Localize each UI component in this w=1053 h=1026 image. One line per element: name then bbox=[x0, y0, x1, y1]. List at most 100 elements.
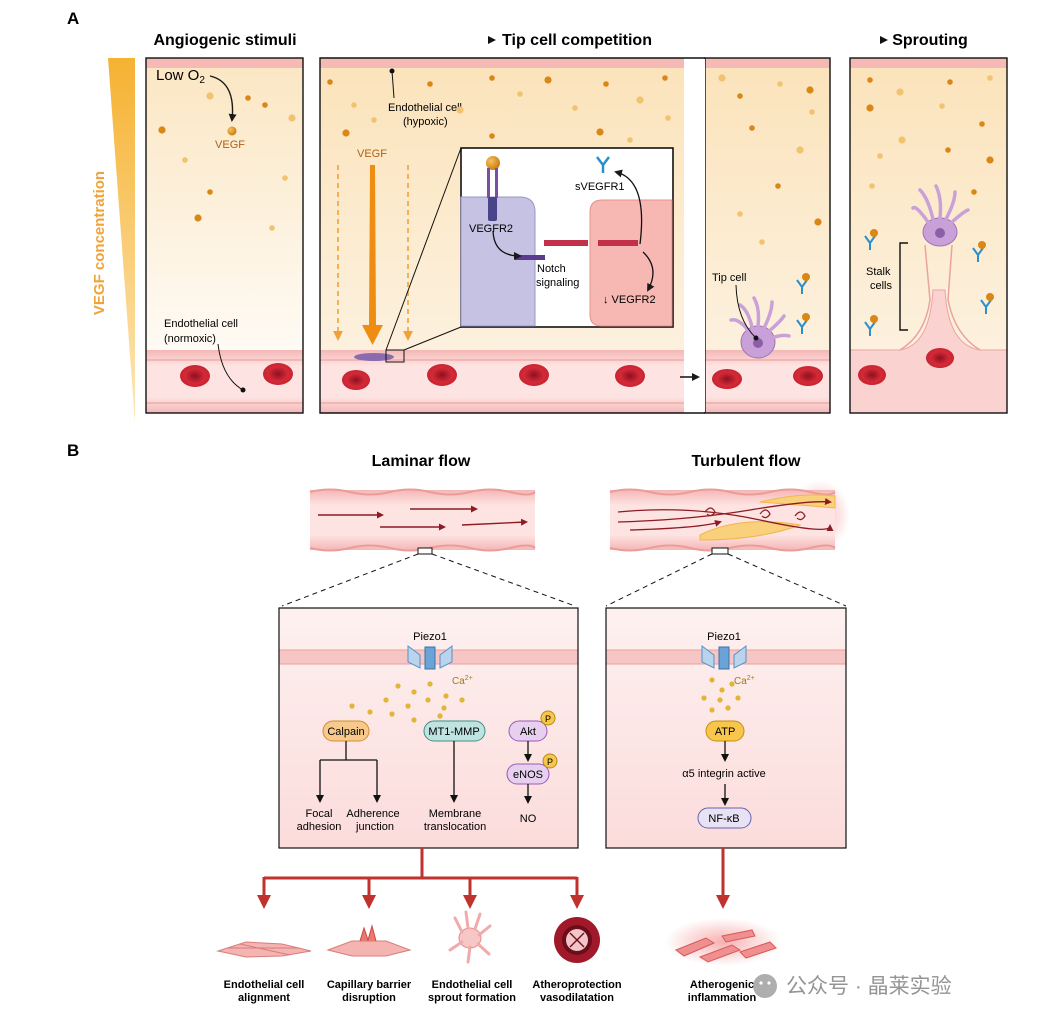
vegf-molecule bbox=[596, 128, 604, 136]
integrin-arrowhead bbox=[721, 798, 729, 806]
vegf-molecule bbox=[806, 86, 814, 94]
sprout-formation-icon bbox=[448, 910, 492, 964]
vegf-molecule bbox=[427, 81, 433, 87]
wechat-icon bbox=[753, 974, 777, 998]
tip-cell-pointer bbox=[735, 284, 757, 339]
phospho-enos bbox=[542, 753, 558, 769]
vegf-molecule bbox=[809, 109, 815, 115]
stage-angiogenic-stimuli: Angiogenic stimuli bbox=[153, 32, 296, 49]
outcome-5-line-2: inflammation bbox=[688, 992, 757, 1004]
vegf-gradient-wedge bbox=[108, 58, 135, 423]
calcium-ion bbox=[701, 695, 707, 701]
calpain-branches bbox=[319, 741, 378, 800]
nfkb-label: NF-κB bbox=[708, 813, 739, 825]
red-blood-cell bbox=[615, 365, 645, 387]
normoxic-pointer-dot bbox=[240, 387, 246, 393]
watermark-text: 公众号 · 晶莱实验 bbox=[786, 975, 952, 998]
red-blood-cell bbox=[926, 348, 954, 368]
notch-label: Notch bbox=[537, 263, 566, 275]
box-2-outline bbox=[319, 57, 684, 414]
down-vegfr2-arrow bbox=[642, 251, 655, 292]
red-blood-cell bbox=[263, 363, 293, 385]
vegf-molecule bbox=[245, 95, 251, 101]
zoom-region bbox=[385, 349, 405, 363]
vegf-molecule bbox=[182, 157, 188, 163]
atp-arrowhead bbox=[721, 754, 729, 762]
tip-cell-pointer-dot bbox=[753, 335, 759, 341]
outcome-1-line-1: Endothelial cell bbox=[224, 979, 305, 991]
vegf-label-1: VEGF bbox=[215, 139, 245, 151]
endothelial-normoxic-sub: (normoxic) bbox=[164, 333, 216, 345]
calcium-ion bbox=[719, 687, 725, 693]
akt-arrowhead bbox=[524, 754, 532, 762]
vegf-molecule bbox=[665, 115, 671, 121]
calcium-ion bbox=[383, 697, 389, 703]
calcium-ion bbox=[735, 695, 741, 701]
red-blood-cell bbox=[180, 365, 210, 387]
vegf-molecule bbox=[603, 81, 609, 87]
capillary-disruption-icon bbox=[326, 924, 412, 957]
vessel-crosssection-icon bbox=[554, 917, 600, 963]
outcome-1-line-2: alignment bbox=[238, 992, 290, 1004]
vegf-molecule bbox=[986, 156, 994, 164]
vegf-molecule bbox=[896, 88, 904, 96]
vegf-molecule bbox=[351, 102, 357, 108]
vegf-molecule bbox=[775, 183, 781, 189]
red-blood-cell bbox=[793, 366, 823, 386]
stage-arrow-2-head bbox=[880, 36, 888, 44]
vegf-molecule bbox=[718, 74, 726, 82]
enos-label: eNOS bbox=[513, 769, 543, 781]
vegf-molecule bbox=[939, 103, 945, 109]
box-gap bbox=[684, 59, 705, 412]
tip-cell-label: Tip cell bbox=[712, 272, 746, 284]
turbulent-vessel bbox=[609, 480, 850, 552]
vegf-molecule bbox=[814, 218, 822, 226]
calcium-ion bbox=[411, 717, 417, 723]
outcome-2-line-1: Capillary barrier bbox=[327, 979, 412, 991]
outcome-3-line-1: Endothelial cell bbox=[432, 979, 513, 991]
atp-label: ATP bbox=[715, 726, 736, 738]
box-2-3-join bbox=[684, 57, 705, 414]
low-o2-label: Low O2 bbox=[156, 67, 205, 86]
panel-b-letter: B bbox=[67, 441, 79, 460]
hypoxic-pointer bbox=[391, 70, 395, 99]
vegf-molecule bbox=[371, 117, 377, 123]
calcium-ion bbox=[349, 703, 355, 709]
vegf-molecule bbox=[288, 114, 296, 122]
vegf-molecule bbox=[947, 79, 953, 85]
nfkb-node bbox=[697, 807, 752, 829]
calpain-label: Calpain bbox=[327, 726, 364, 738]
svegfr1-receptor bbox=[596, 156, 610, 173]
normoxic-pointer bbox=[217, 343, 244, 391]
piezo1-channel-right bbox=[701, 645, 747, 670]
red-blood-cell bbox=[427, 364, 457, 386]
vegf-molecule bbox=[456, 106, 464, 114]
outcome-5-line-1: Atherogenic bbox=[690, 979, 754, 991]
calcium-ion bbox=[725, 705, 731, 711]
vegfr2-label: VEGFR2 bbox=[469, 223, 513, 235]
calcium-ion bbox=[443, 693, 449, 699]
red-blood-cell bbox=[342, 370, 370, 390]
calcium-ion bbox=[441, 705, 447, 711]
endothelial-hypoxic-sub: (hypoxic) bbox=[403, 116, 448, 128]
laminar-vessel bbox=[309, 488, 536, 552]
vegf-molecule bbox=[979, 121, 985, 127]
outcome-4-line-2: vasodilatation bbox=[540, 992, 614, 1004]
outcome-4-line-1: Atheroprotection bbox=[532, 979, 622, 991]
vegf-molecule bbox=[489, 133, 495, 139]
tip-cell bbox=[729, 296, 791, 359]
down-vegfr2-label: ↓ VEGFR2 bbox=[603, 294, 656, 306]
stalk-bracket bbox=[899, 242, 908, 331]
turbulent-zoom-line-left bbox=[605, 553, 713, 607]
turbulent-zoom-line-right bbox=[727, 553, 847, 607]
vegf-molecule bbox=[544, 76, 552, 84]
enos-arrowhead bbox=[524, 796, 532, 804]
box-angiogenic-stimuli bbox=[145, 57, 304, 414]
vegf-molecule bbox=[866, 104, 874, 112]
notch-ligand bbox=[515, 255, 545, 260]
vegf-molecule bbox=[737, 211, 743, 217]
adhesion-label: adhesion bbox=[297, 821, 342, 833]
watermark: 公众号 · 晶莱实验 bbox=[753, 974, 952, 998]
sprout-tip-cell bbox=[911, 184, 970, 247]
